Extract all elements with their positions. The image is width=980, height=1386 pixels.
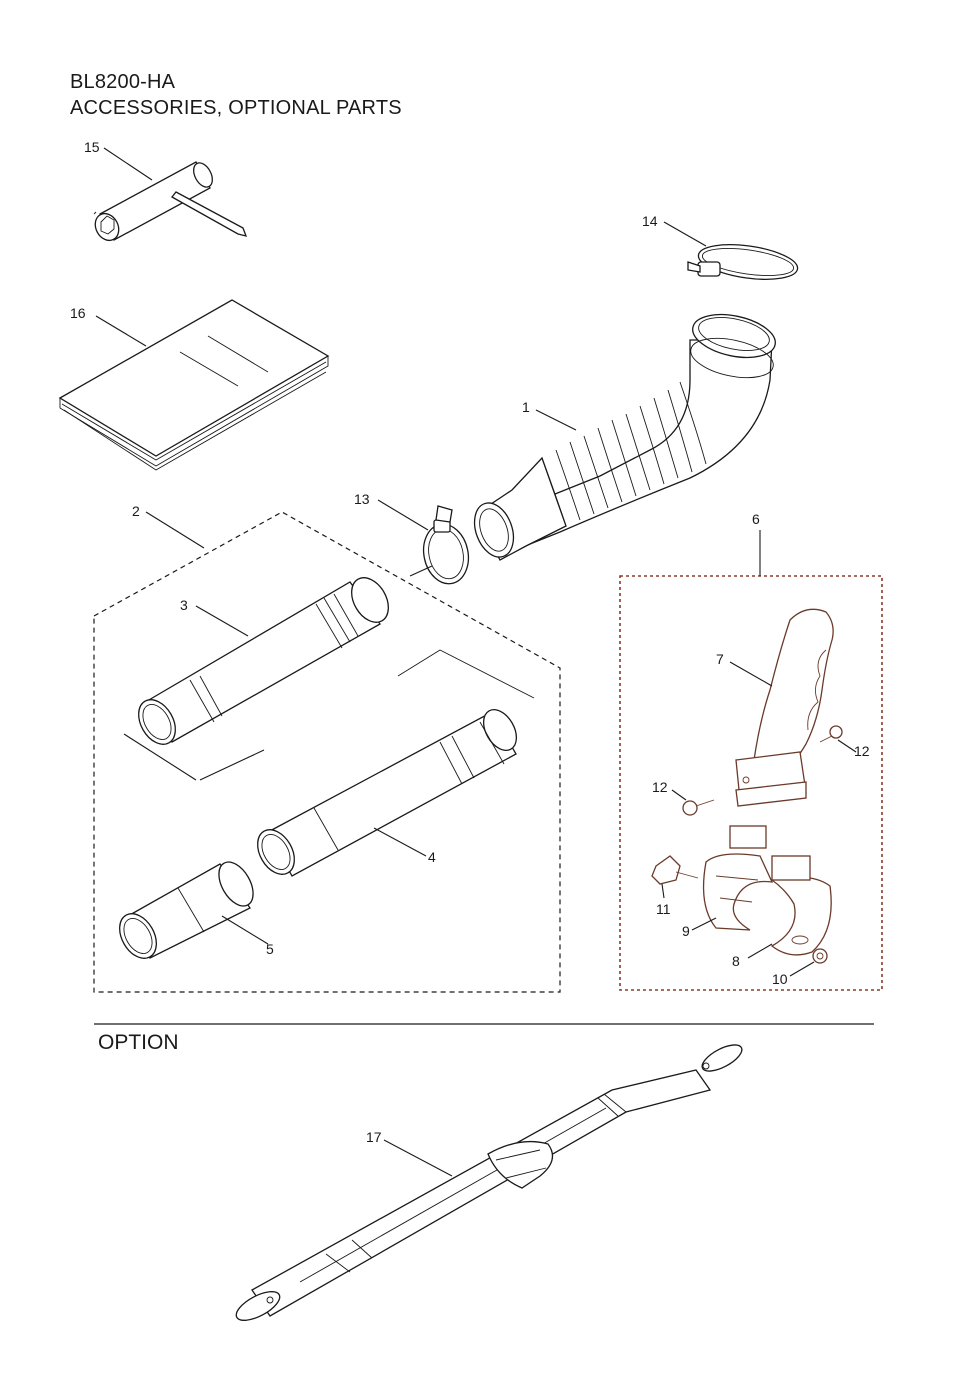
handle-assembly-outline: [619, 575, 883, 991]
screw-part-12a: [682, 799, 715, 816]
knob-bolt-part-11: [651, 855, 699, 885]
callout-5: 5: [266, 941, 274, 957]
callout-2: 2: [132, 503, 140, 519]
pipe-set-group-outline: [93, 511, 561, 993]
callout-9: 9: [682, 923, 690, 939]
callout-15: 15: [84, 139, 100, 155]
callout-10: 10: [772, 971, 788, 987]
plug-wrench-part: [93, 161, 248, 242]
screw-part-12b: [819, 725, 843, 743]
clamp-half-part-8: [770, 855, 832, 956]
leader-lines: [95, 147, 857, 1177]
section-title: ACCESSORIES, OPTIONAL PARTS: [70, 97, 402, 119]
pipe-part-3: [123, 577, 389, 781]
callout-8: 8: [732, 953, 740, 969]
callout-16: 16: [70, 305, 86, 321]
callout-13: 13: [354, 491, 370, 507]
pipe-part-4: [257, 709, 518, 877]
callout-4: 4: [428, 849, 436, 865]
flex-pipe-part: [473, 313, 776, 561]
manual-part: [58, 299, 330, 471]
callout-6: 6: [752, 511, 760, 527]
nozzle-part-5: [119, 861, 254, 959]
callout-12b: 12: [854, 743, 870, 759]
callout-11: 11: [656, 901, 671, 917]
callout-1: 1: [522, 399, 530, 415]
clamp-part: [409, 505, 470, 585]
callout-12a: 12: [652, 779, 668, 795]
callout-14: 14: [642, 213, 658, 229]
model-title: BL8200-HA: [70, 71, 176, 93]
callout-3: 3: [180, 597, 188, 613]
handle-part-7: [735, 608, 834, 807]
callout-7: 7: [716, 651, 724, 667]
hose-band-part: [687, 244, 799, 280]
option-heading: OPTION: [98, 1031, 179, 1054]
nut-part-10: [812, 948, 828, 964]
callout-17: 17: [366, 1129, 382, 1145]
clamp-half-part-9: [702, 825, 774, 931]
shoulder-strap-part-17: [235, 1044, 743, 1321]
